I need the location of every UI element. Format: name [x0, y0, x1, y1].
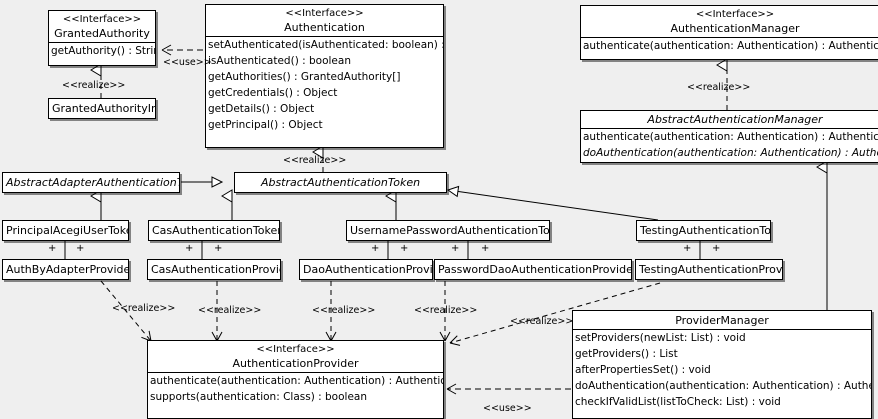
class-box-abstract-authentication-manager[interactable]: AbstractAuthenticationManager authentica… — [580, 110, 878, 163]
compartment-divider — [49, 42, 155, 43]
class-name: AbstractAuthenticationToken — [260, 176, 421, 189]
edge-label-use-provider-manager: <<use>> — [483, 403, 532, 414]
compartment-divider — [206, 36, 443, 37]
class-box-auth-by-adapter-provider[interactable]: AuthByAdapterProvider — [2, 259, 129, 280]
class-box-abstract-adapter-authentication-token[interactable]: AbstractAdapterAuthenticationToken — [2, 172, 180, 193]
class-name: TestingAuthenticationToken — [640, 224, 771, 237]
multiplicity-plus: + — [481, 243, 490, 254]
operations-compartment: authenticate(authentication: Authenticat… — [148, 373, 443, 405]
class-name: TestingAuthenticationProvider — [639, 263, 783, 276]
class-box-testing-authentication-provider[interactable]: TestingAuthenticationProvider — [635, 259, 783, 280]
edge-label-realize-dao-authentication-provider: <<realize>> — [312, 305, 376, 316]
multiplicity-plus: + — [48, 243, 57, 254]
class-name: UsernamePasswordAuthenticationToken — [350, 224, 550, 237]
class-box-provider-manager[interactable]: ProviderManager setProviders(newList: Li… — [572, 310, 872, 419]
class-name: AuthenticationManager — [670, 22, 800, 35]
class-header: <<Interface>> Authentication — [206, 5, 443, 36]
multiplicity-plus: + — [371, 243, 380, 254]
multiplicity-plus: + — [185, 243, 194, 254]
class-name: CasAuthenticationProvider — [151, 263, 280, 276]
stereotype-label: <<Interface>> — [62, 14, 142, 25]
operation: doAuthentication(authentication: Authent… — [575, 380, 871, 392]
operation: authenticate(authentication: Authenticat… — [583, 40, 878, 52]
class-name: AbstractAdapterAuthenticationToken — [6, 176, 179, 189]
class-name: GrantedAuthorityImpl — [52, 102, 155, 115]
compartment-divider — [581, 128, 878, 129]
multiplicity-plus: + — [76, 243, 85, 254]
operations-compartment: authenticate(authentication: Authenticat… — [581, 129, 878, 161]
class-header: <<Interface>> AuthenticationManager — [581, 6, 878, 37]
class-box-granted-authority[interactable]: <<Interface>> GrantedAuthority getAuthor… — [48, 10, 156, 66]
class-box-testing-authentication-token[interactable]: TestingAuthenticationToken — [636, 220, 771, 241]
class-box-authentication-provider[interactable]: <<Interface>> AuthenticationProvider aut… — [147, 340, 444, 419]
operations-compartment: getAuthority() : String — [49, 43, 155, 59]
class-box-authentication-manager[interactable]: <<Interface>> AuthenticationManager auth… — [580, 5, 878, 60]
operation: authenticate(authentication: Authenticat… — [583, 131, 878, 143]
class-header: <<Interface>> GrantedAuthority — [49, 11, 155, 42]
compartment-divider — [581, 37, 878, 38]
edge-label-realize-password-dao-authentication-provider: <<realize>> — [414, 305, 478, 316]
multiplicity-plus: + — [214, 243, 223, 254]
edge-label-realize-cas-authentication-provider: <<realize>> — [198, 305, 262, 316]
class-box-abstract-authentication-token[interactable]: AbstractAuthenticationToken — [234, 172, 447, 193]
class-box-authentication[interactable]: <<Interface>> Authentication setAuthenti… — [205, 4, 444, 148]
edge-label-realize-granted-authority-impl: <<realize>> — [62, 80, 126, 91]
operation: getProviders() : List — [575, 348, 678, 360]
operations-compartment: setAuthenticated(isAuthenticated: boolea… — [206, 37, 443, 133]
class-box-dao-authentication-provider[interactable]: DaoAuthenticationProvider — [299, 259, 433, 280]
multiplicity-plus: + — [683, 243, 692, 254]
stereotype-label: <<Interface>> — [285, 8, 364, 19]
operation: isAuthenticated() : boolean — [208, 55, 351, 67]
operation: setAuthenticated(isAuthenticated: boolea… — [208, 39, 443, 51]
operation: supports(authentication: Class) : boolea… — [150, 391, 367, 403]
edge-label-use-granted-authority: <<use>> — [163, 57, 212, 68]
class-header: ProviderManager — [573, 311, 871, 329]
operation: getDetails() : Object — [208, 103, 315, 115]
operations-compartment: setProviders(newList: List) : void getPr… — [573, 330, 871, 410]
class-box-username-password-authentication-token[interactable]: UsernamePasswordAuthenticationToken — [346, 220, 550, 241]
class-header: <<Interface>> AuthenticationProvider — [148, 341, 443, 372]
operation: afterPropertiesSet() : void — [575, 364, 711, 376]
operations-compartment: authenticate(authentication: Authenticat… — [581, 38, 878, 54]
multiplicity-plus: + — [400, 243, 409, 254]
edge-label-realize-auth-by-adapter-provider: <<realize>> — [112, 303, 176, 314]
class-name: ProviderManager — [675, 314, 769, 327]
edge-label-realize-abstract-authentication-token: <<realize>> — [283, 155, 347, 166]
class-box-cas-authentication-token[interactable]: CasAuthenticationToken — [148, 220, 280, 241]
class-name: AbstractAuthenticationManager — [647, 113, 823, 126]
edge-label-realize-testing-authentication-provider: <<realize>> — [510, 316, 574, 327]
class-box-principal-acegi-user-token[interactable]: PrincipalAcegiUserToken — [2, 220, 129, 241]
operation: setProviders(newList: List) : void — [575, 332, 746, 344]
compartment-divider — [148, 372, 443, 373]
class-name: Authentication — [284, 21, 365, 34]
class-name: GrantedAuthority — [54, 27, 150, 40]
edge-label-realize-abstract-authentication-manager: <<realize>> — [687, 82, 751, 93]
class-box-granted-authority-impl[interactable]: GrantedAuthorityImpl — [48, 98, 156, 119]
multiplicity-plus: + — [712, 243, 721, 254]
operation: getPrincipal() : Object — [208, 119, 323, 131]
class-header: AbstractAuthenticationManager — [581, 111, 878, 128]
stereotype-label: <<Interface>> — [695, 9, 775, 20]
class-name: PasswordDaoAuthenticationProvider — [438, 263, 632, 276]
operation: getCredentials() : Object — [208, 87, 338, 99]
class-name: AuthenticationProvider — [232, 357, 359, 370]
class-name: DaoAuthenticationProvider — [303, 263, 433, 276]
class-name: CasAuthenticationToken — [152, 224, 280, 237]
multiplicity-plus: + — [451, 243, 460, 254]
class-name: PrincipalAcegiUserToken — [6, 224, 129, 237]
operation: getAuthorities() : GrantedAuthority[] — [208, 71, 401, 83]
operation: authenticate(authentication: Authenticat… — [150, 375, 443, 387]
class-name: AuthByAdapterProvider — [6, 263, 129, 276]
class-box-cas-authentication-provider[interactable]: CasAuthenticationProvider — [147, 259, 281, 280]
operation: doAuthentication(authentication: Authent… — [583, 147, 878, 159]
stereotype-label: <<Interface>> — [256, 344, 335, 355]
operation: checkIfValidList(listToCheck: List) : vo… — [575, 396, 781, 408]
compartment-divider — [573, 329, 871, 330]
operation: getAuthority() : String — [51, 45, 155, 57]
class-box-password-dao-authentication-provider[interactable]: PasswordDaoAuthenticationProvider — [434, 259, 632, 280]
